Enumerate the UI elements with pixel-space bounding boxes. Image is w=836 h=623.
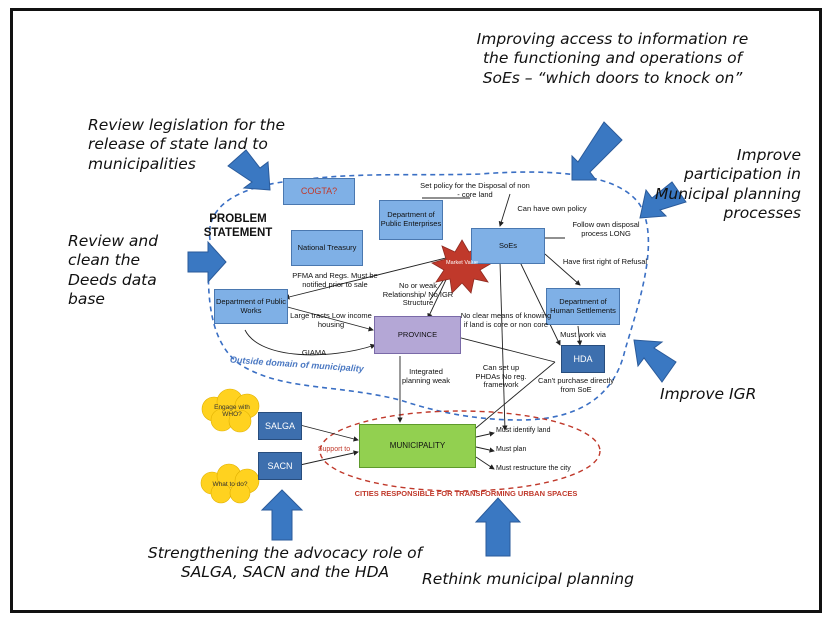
callout-strengthening: Strengthening the advocacy role of SALGA… <box>147 544 423 582</box>
label-support-to: Support to <box>317 446 351 453</box>
cloud-engage-text: Engage with WHO? <box>214 404 250 419</box>
label-pfma: PFMA and Regs. Must be notified prior to… <box>292 271 378 289</box>
market-value-label: Market Value <box>446 260 478 266</box>
box-province: PROVINCE <box>374 316 461 354</box>
box-dept-public-enterprises: Department of Public Enterprises <box>379 200 443 240</box>
slide-frame <box>10 8 822 613</box>
label-set-policy: Set policy for the Disposal of non - cor… <box>420 181 530 199</box>
arrow-improve-participation <box>639 181 687 219</box>
cloud-engage <box>201 388 260 433</box>
box-soes: SoEs <box>471 228 545 264</box>
arrow-improving-access <box>571 121 623 181</box>
box-dept-human-settlements: Department of Human Settlements <box>546 288 620 325</box>
arrow-rethink <box>474 497 522 557</box>
arrow-improve-igr <box>633 339 677 383</box>
callout-review-legislation: Review legislation for the release of st… <box>88 116 286 173</box>
label-must-work: Must work via <box>560 330 606 339</box>
label-giama: GIAMA <box>301 348 327 357</box>
box-hda: HDA <box>561 345 605 373</box>
callout-review-clean: Review and clean the Deeds data base <box>68 232 159 309</box>
label-must-plan: Must plan <box>496 446 527 453</box>
box-salga: SALGA <box>258 412 302 440</box>
problem-statement: PROBLEM STATEMENT <box>203 213 273 240</box>
label-follow-own: Follow own disposal process LONG <box>572 220 640 238</box>
cities-region <box>319 410 601 492</box>
callout-improve-igr: Improve IGR <box>660 385 757 403</box>
label-integrated: Integrated planning weak <box>402 367 450 385</box>
callout-improve-participation: Improve participation in Municipal plann… <box>655 146 801 223</box>
box-sacn: SACN <box>258 452 302 480</box>
outside-domain-region <box>207 171 650 421</box>
label-no-weak: No or weak Relationship/ No IGR Structur… <box>382 281 454 308</box>
box-dept-public-works: Department of Public Works <box>214 289 288 324</box>
label-can-have-policy: Can have own policy <box>517 204 587 213</box>
arrow-review-legislation <box>227 149 271 191</box>
label-must-restructure: Must restructure the city <box>496 465 571 472</box>
label-large-tracts: Large tracts Low income housing <box>290 311 372 329</box>
label-must-identify: Must identify land <box>496 427 551 434</box>
cloud-what-to-do-text: What to do? <box>212 481 248 488</box>
label-cant-purchase: Can't purchase directly from SoE <box>537 376 615 394</box>
label-cities-responsible: CITIES RESPONSIBLE FOR TRANSFORMING URBA… <box>354 489 578 498</box>
box-cogta: COGTA? <box>283 178 355 205</box>
box-municipality: MUNICIPALITY <box>359 424 476 468</box>
box-national-treasury: National Treasury <box>291 230 363 266</box>
cloud-what-to-do <box>200 463 260 504</box>
callout-improving-access: Improving access to information re the f… <box>476 30 749 87</box>
arrow-review-clean <box>187 240 227 284</box>
callout-rethink: Rethink municipal planning <box>422 570 634 588</box>
label-no-clear: No clear means of knowing if land is cor… <box>460 311 552 329</box>
arrow-strengthening <box>260 489 304 541</box>
label-first-right: Have first right of Refusal <box>562 257 648 266</box>
label-can-set-up: Can set up PHDAs No reg. framework <box>475 363 527 390</box>
